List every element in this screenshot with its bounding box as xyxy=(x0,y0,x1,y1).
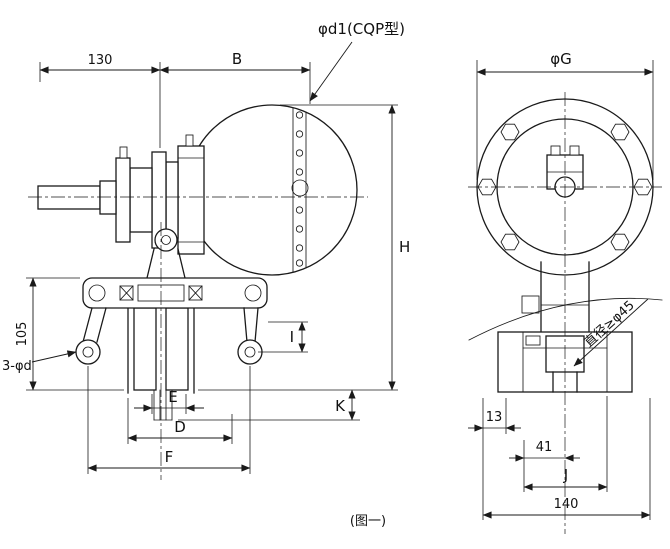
dim-label-phi-G: φG xyxy=(550,50,572,68)
left-view: 130 B φd1(CQP型) H 105 3-φd I K xyxy=(2,20,410,480)
dim-label-J: J xyxy=(563,466,568,484)
dim-label-K: K xyxy=(335,397,346,415)
dim-label-F: F xyxy=(165,448,174,466)
input-shaft xyxy=(37,180,117,215)
hex-bolt xyxy=(500,123,520,141)
callout-3-phi-d: 3-φd xyxy=(2,359,32,374)
dim-label-D: D xyxy=(174,418,186,436)
callout-phi-d1: φd1(CQP型) xyxy=(318,20,405,38)
lower-bracket xyxy=(468,261,663,393)
dim-label-41: 41 xyxy=(536,440,553,455)
brake-pad-right xyxy=(165,307,189,391)
figure-caption: (图一) xyxy=(350,514,386,529)
dim-label-I: I xyxy=(290,328,294,346)
dim-label-130: 130 xyxy=(88,53,113,68)
right-view: φG 直径≥φ45 13 41 J 140 xyxy=(468,50,663,534)
dim-label-140: 140 xyxy=(554,497,579,512)
dim-label-13: 13 xyxy=(486,410,503,425)
mounting-hole-left xyxy=(75,339,101,365)
dim-label-105: 105 xyxy=(15,322,30,347)
hex-bolt xyxy=(500,233,520,251)
brake-pad-left xyxy=(133,307,157,391)
dim-label-B: B xyxy=(232,50,242,68)
hex-bolt xyxy=(610,123,630,141)
left-view-dimensions: 130 B φd1(CQP型) H 105 3-φd I K xyxy=(2,20,410,474)
diaphragm-chamber xyxy=(186,104,358,276)
dim-label-E: E xyxy=(168,388,177,406)
hex-bolt xyxy=(610,233,630,251)
right-view-dimensions: φG 直径≥φ45 13 41 J 140 xyxy=(468,50,654,520)
dim-label-H: H xyxy=(399,238,410,256)
